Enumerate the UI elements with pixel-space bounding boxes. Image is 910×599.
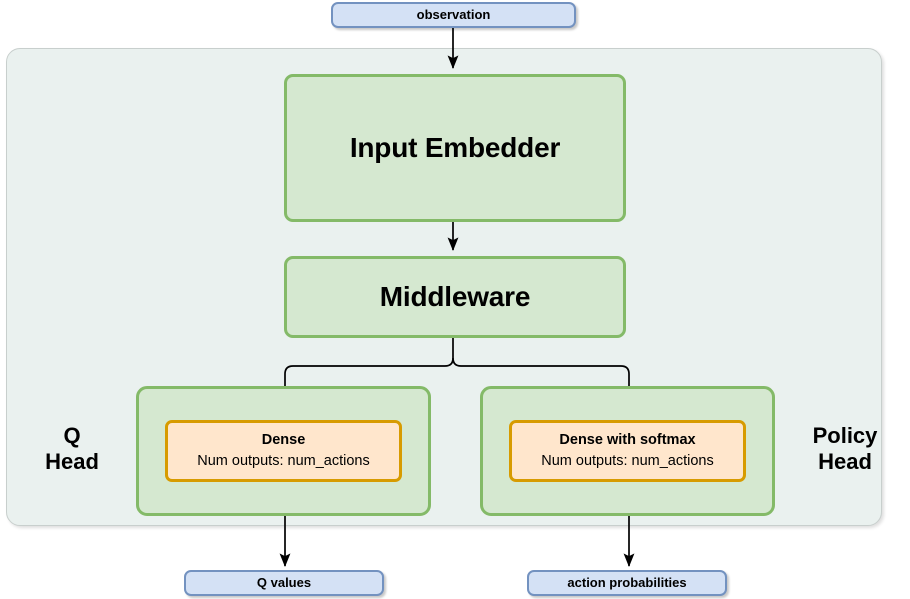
node-policy-head[interactable]: Dense with softmax Num outputs: num_acti… [480, 386, 775, 516]
node-q-head-dense[interactable]: Dense Num outputs: num_actions [165, 420, 402, 482]
node-q-values[interactable]: Q values [184, 570, 384, 596]
node-action-probabilities[interactable]: action probabilities [527, 570, 727, 596]
node-policy-head-dense[interactable]: Dense with softmax Num outputs: num_acti… [509, 420, 746, 482]
label-q-head: Q Head [22, 414, 122, 484]
node-input-embedder[interactable]: Input Embedder [284, 74, 626, 222]
node-observation[interactable]: observation [331, 2, 576, 28]
node-middleware-label: Middleware [379, 280, 531, 312]
node-observation-label: observation [416, 6, 491, 22]
node-input-embedder-label: Input Embedder [349, 131, 561, 163]
node-q-head-dense-title: Dense [261, 432, 306, 449]
label-policy-head-line1: Policy [812, 423, 878, 449]
node-policy-head-dense-subtitle: Num outputs: num_actions [541, 453, 714, 469]
label-policy-head-line2: Head [818, 449, 872, 474]
node-q-values-label: Q values [256, 574, 312, 590]
node-q-head[interactable]: Dense Num outputs: num_actions [136, 386, 431, 516]
node-middleware[interactable]: Middleware [284, 256, 626, 338]
node-q-head-dense-subtitle: Num outputs: num_actions [197, 453, 370, 469]
label-q-head-line1: Q [63, 423, 81, 449]
node-policy-head-dense-title: Dense with softmax [559, 432, 696, 449]
label-q-head-line2: Head [45, 449, 99, 474]
label-policy-head: Policy Head [790, 414, 900, 484]
node-action-probabilities-label: action probabilities [567, 574, 687, 590]
